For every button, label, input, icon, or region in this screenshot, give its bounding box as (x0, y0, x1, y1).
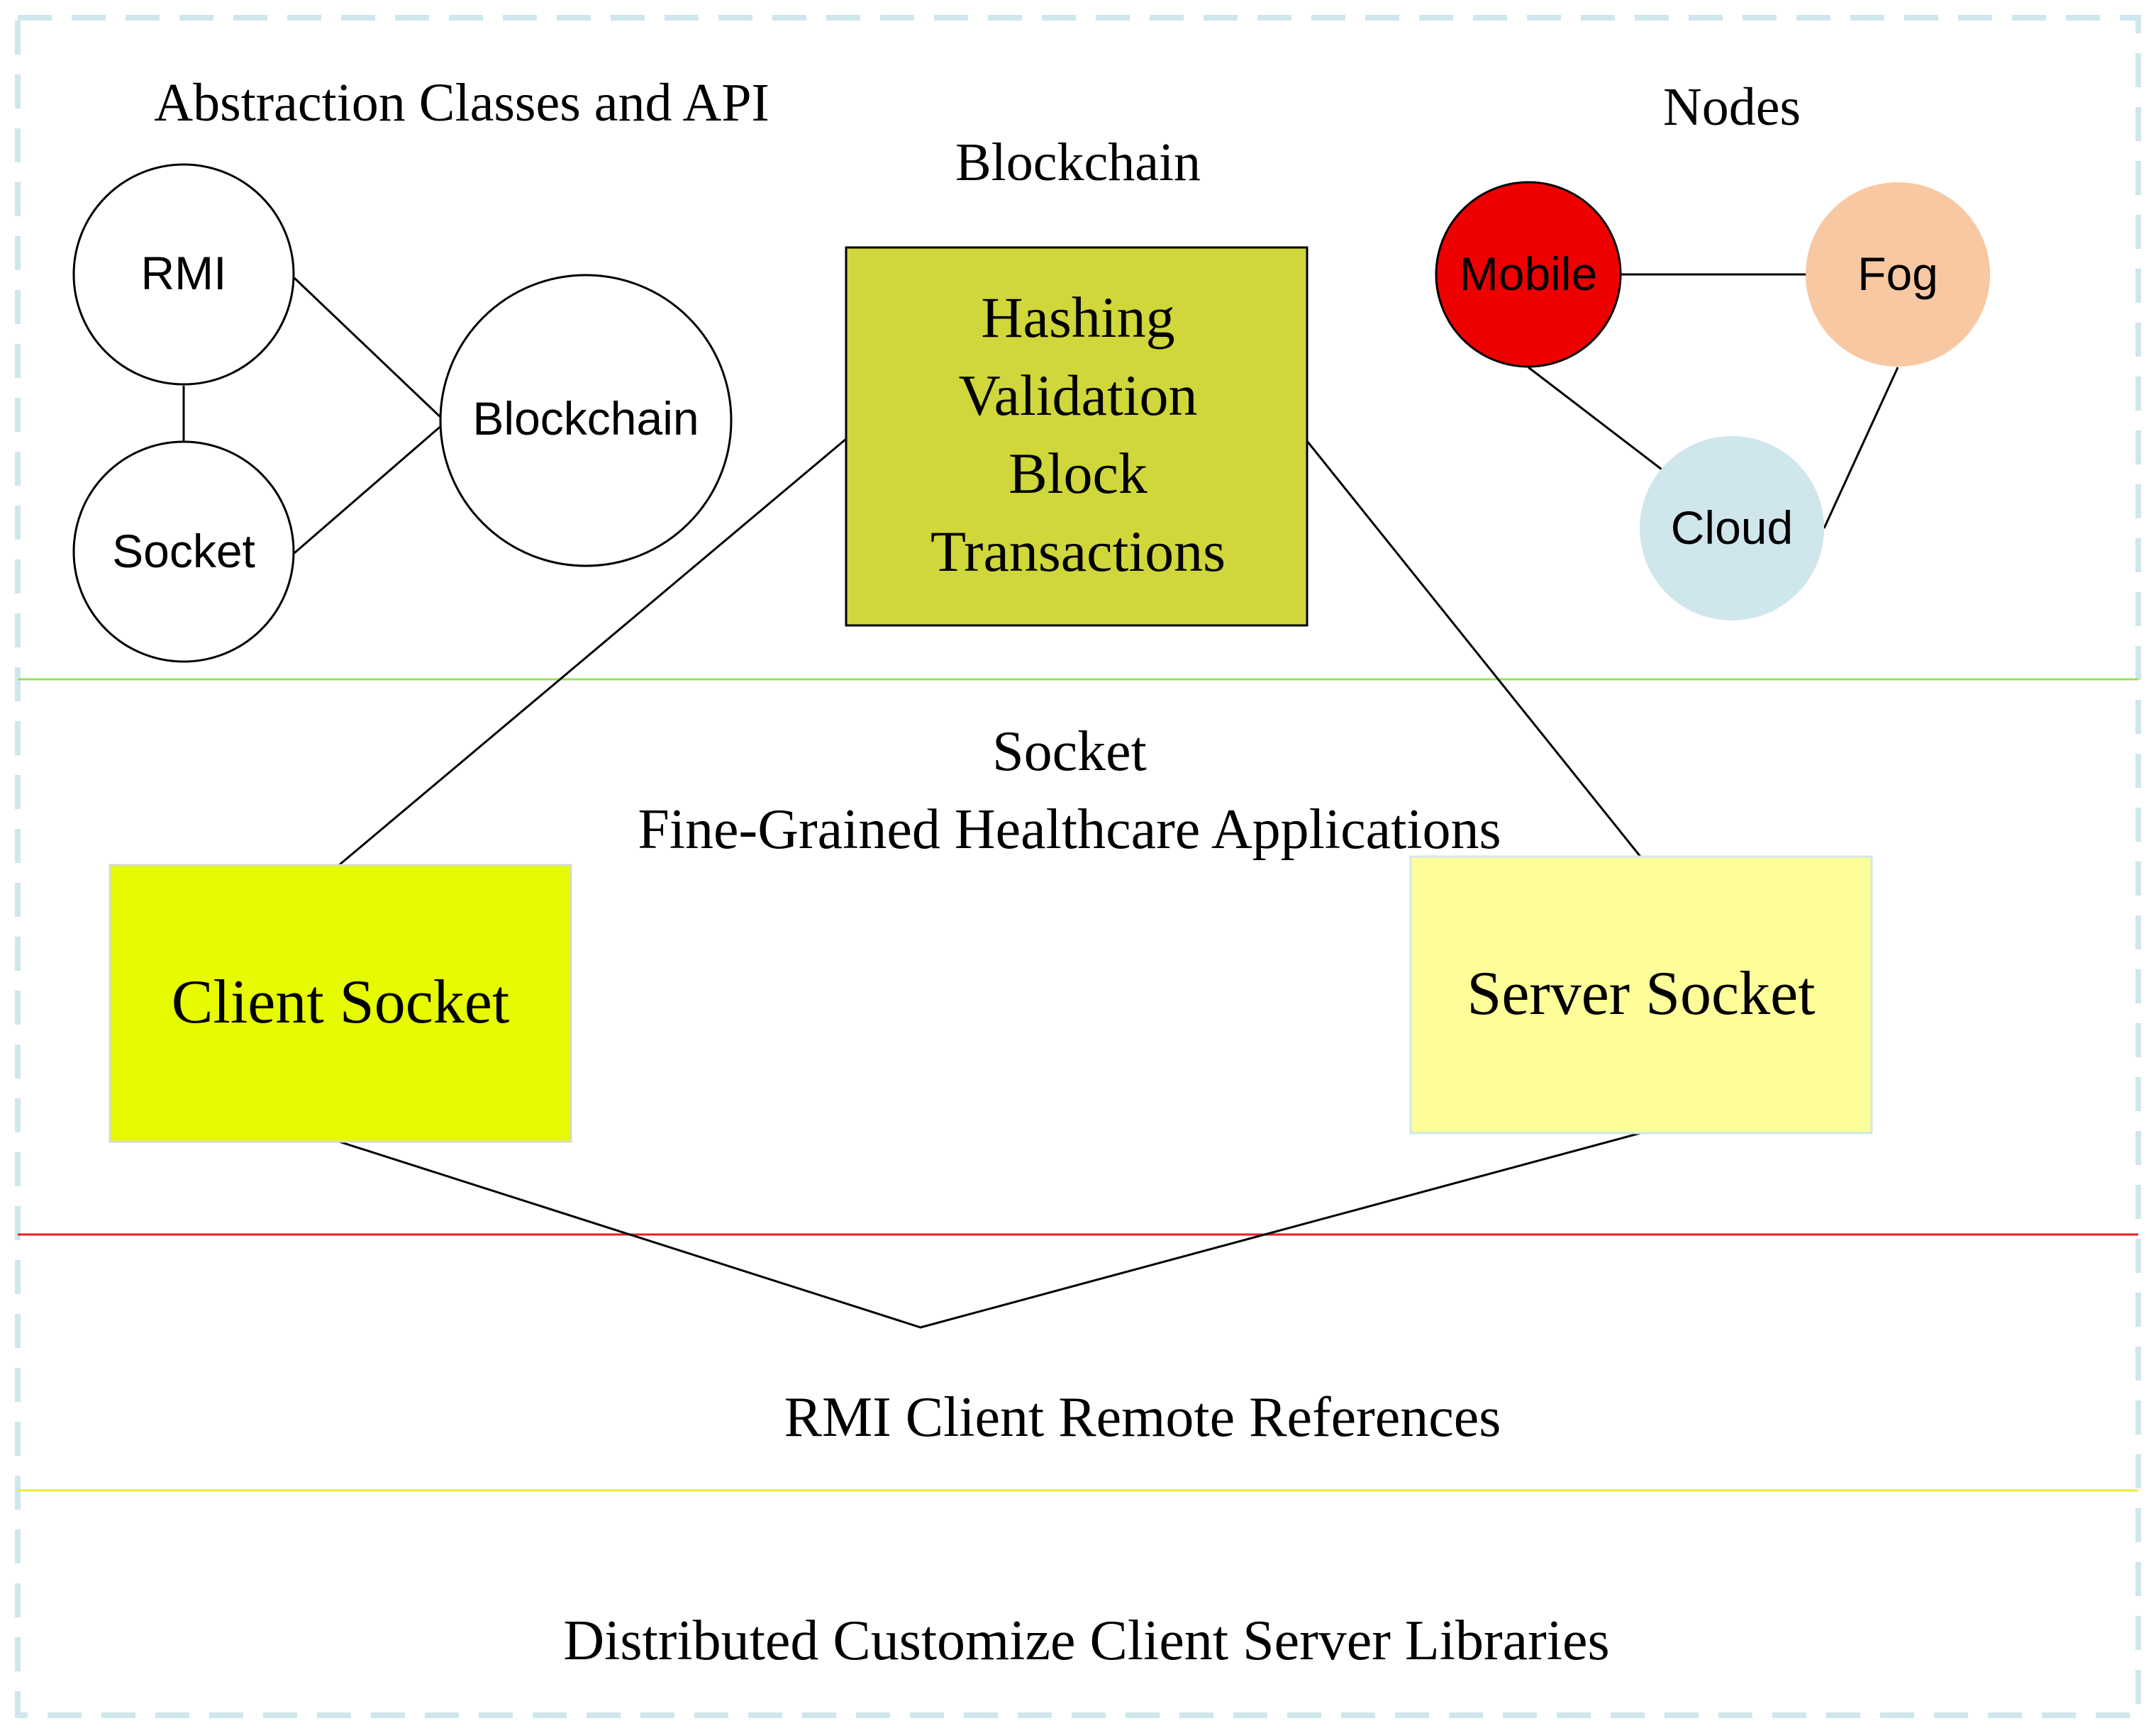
client-socket-box: Client Socket (109, 864, 572, 1143)
hashing-label: Hashing (981, 285, 1174, 350)
abstraction-title: Abstraction Classes and API (154, 73, 769, 133)
block-label: Block (1008, 441, 1148, 506)
blockchain-circle: Blockchain (439, 274, 733, 567)
rmi-circle: RMI (72, 163, 295, 386)
validation-label: Validation (958, 363, 1197, 428)
applications-title: Fine-Grained Healthcare Applications (638, 798, 1501, 861)
node-connectors (1528, 273, 1899, 529)
libraries-label: Distributed Customize Client Server Libr… (563, 1610, 1609, 1672)
rmi-label: RMI (141, 247, 227, 299)
outer-frame (15, 15, 2141, 1718)
socket-circle: Socket (72, 440, 295, 663)
blockchain-circle-label: Blockchain (472, 392, 699, 445)
mobile-node: Mobile (1435, 181, 1622, 368)
cloud-label: Cloud (1671, 501, 1793, 554)
server-socket-box: Server Socket (1409, 855, 1873, 1135)
socket-label: Socket (112, 525, 255, 577)
transactions-label: Transactions (930, 519, 1226, 584)
fog-label: Fog (1857, 247, 1938, 300)
rmi-references-label: RMI Client Remote References (784, 1386, 1501, 1449)
fog-node: Fog (1806, 182, 1990, 367)
cloud-node: Cloud (1640, 436, 1824, 620)
flow-connectors (338, 438, 1642, 1329)
mobile-label: Mobile (1460, 247, 1597, 300)
server-socket-label: Server Socket (1467, 959, 1815, 1028)
socket-layer-title: Socket (992, 720, 1147, 783)
blockchain-box: Hashing Validation Block Transactions (845, 246, 1308, 627)
blockchain-title: Blockchain (955, 133, 1201, 192)
client-socket-label: Client Socket (172, 968, 510, 1037)
api-connectors (182, 277, 445, 555)
nodes-title: Nodes (1663, 77, 1801, 137)
